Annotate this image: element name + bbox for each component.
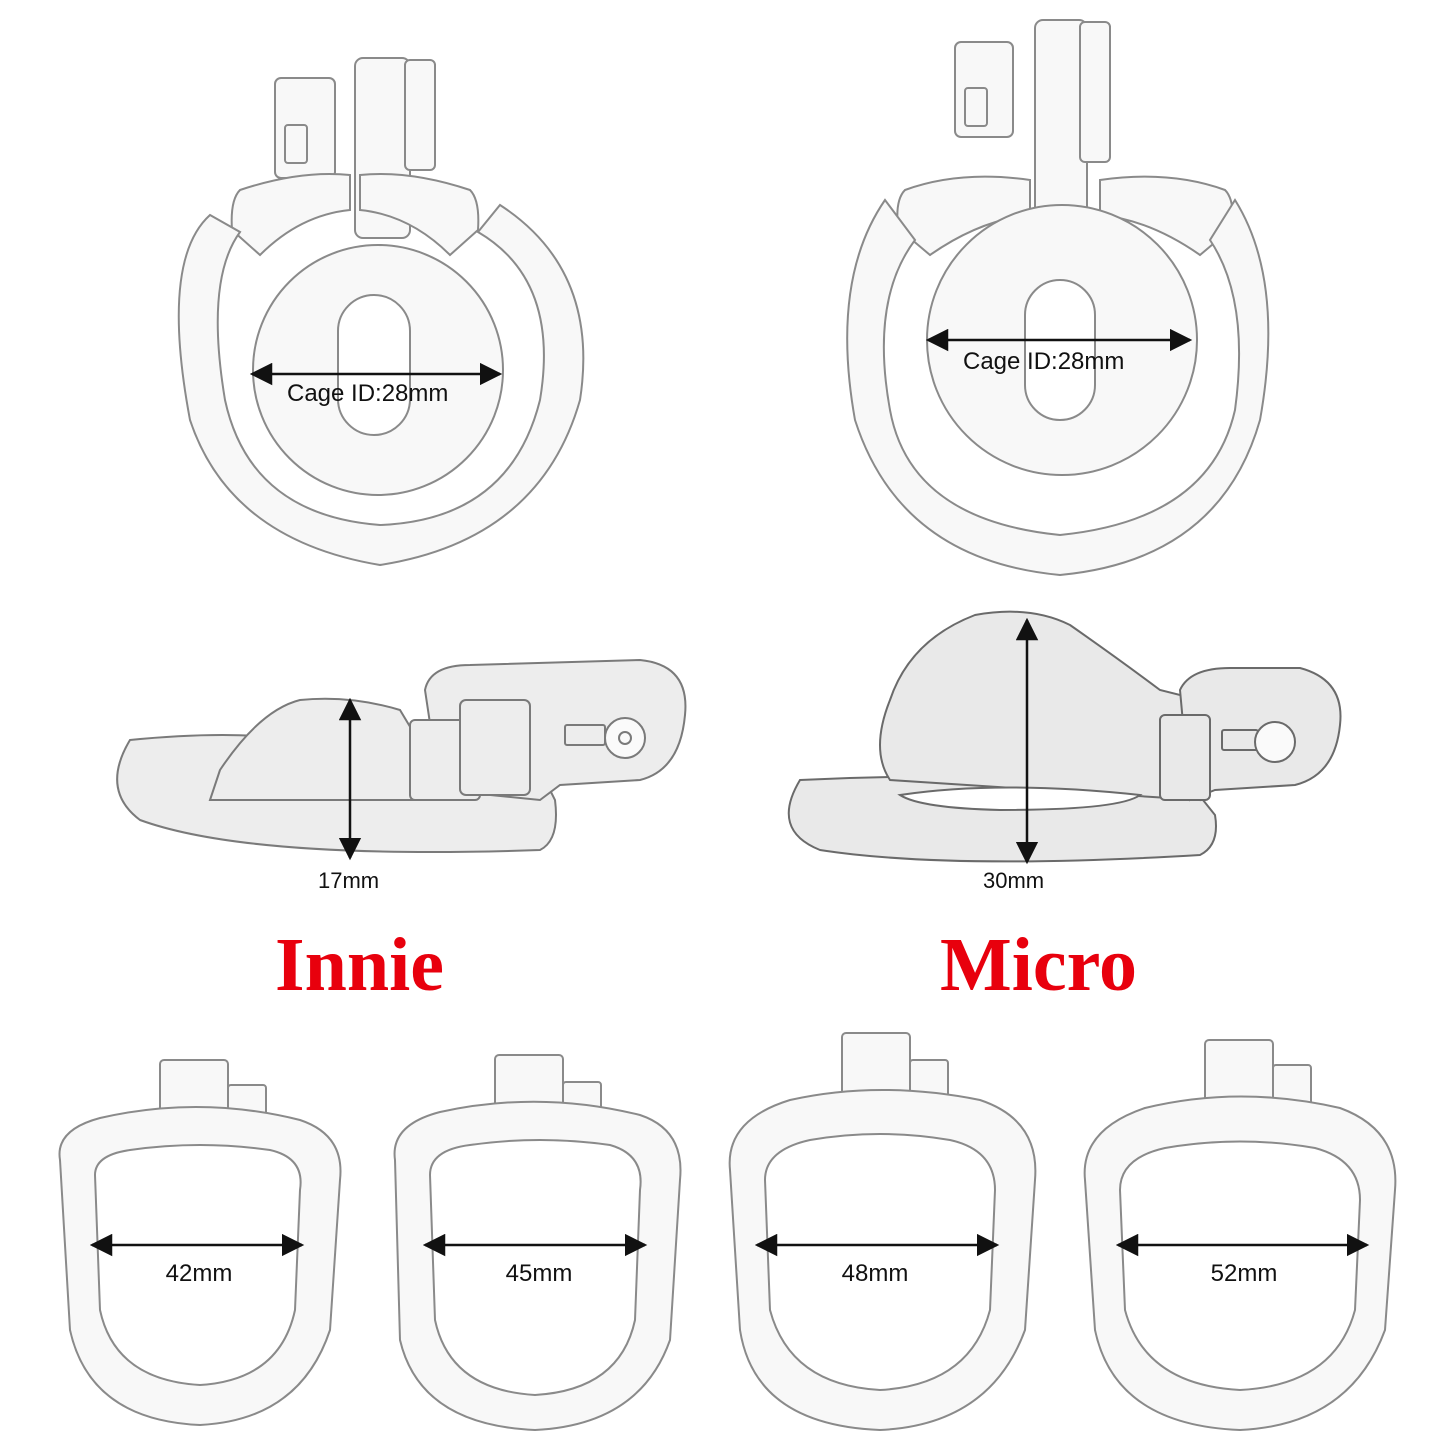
ring-52mm-label: 52mm bbox=[1210, 1260, 1278, 1287]
innie-front-view bbox=[177, 57, 585, 567]
micro-front-view bbox=[846, 19, 1270, 577]
innie-title: Innie bbox=[275, 923, 444, 1007]
micro-side-view bbox=[787, 610, 1342, 863]
ring-48mm-label: 48mm bbox=[841, 1260, 909, 1287]
innie-height-label: 17mm bbox=[318, 868, 380, 893]
micro-height-label: 30mm bbox=[983, 868, 1045, 893]
ring-42mm bbox=[58, 1059, 342, 1427]
ring-52mm bbox=[1083, 1039, 1397, 1432]
ring-42mm-label: 42mm bbox=[165, 1260, 233, 1287]
ring-45mm-label: 45mm bbox=[505, 1260, 573, 1287]
innie-cage-id-label: Cage ID:28mm bbox=[287, 380, 449, 407]
innie-side-view bbox=[116, 658, 687, 853]
micro-cage-id-label: Cage ID:28mm bbox=[963, 348, 1125, 375]
ring-48mm bbox=[728, 1032, 1037, 1432]
micro-title: Micro bbox=[940, 923, 1137, 1007]
ring-45mm bbox=[393, 1054, 682, 1432]
